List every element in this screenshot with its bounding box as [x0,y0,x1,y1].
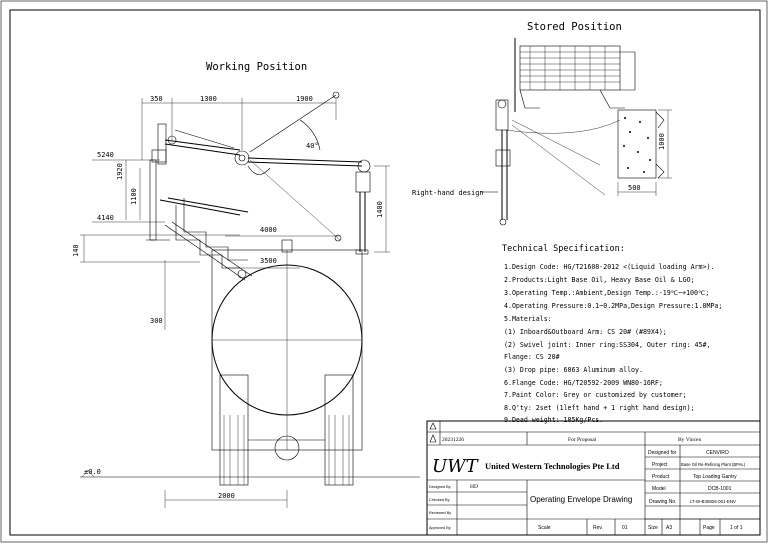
ground-line: ±0.0 [80,468,420,478]
top-dimensions: 350 1300 1900 [141,95,337,160]
rev-value: 01 [622,525,628,531]
product-label: Product [652,474,670,480]
company-logo: UWT [432,456,480,477]
rev1-by: By Vincen [678,437,701,443]
size-value: A3 [666,525,672,531]
dim-stored-1000: 1000 [658,133,666,150]
approved-by-label: Approved By [429,526,451,530]
spec-line: 2.Products:Light Base Oil, Heavy Base Oi… [504,276,695,284]
drawing-no-label: Drawing No. [649,499,677,505]
dim-2000: 2000 [218,492,235,500]
stored-arm: Right-hand design [412,99,621,226]
tanker-truck [211,239,363,486]
outboard-arm: 40° 1400 [247,91,390,255]
dim-1900: 1900 [296,95,313,103]
scale-label: Scale [538,525,551,531]
model-label: Model [652,486,666,492]
product-value: Top Loading Gantry [693,474,737,480]
left-dimensions: 5240 1920 1100 4140 140 300 [72,151,240,330]
dim-5240: 5240 [97,151,114,159]
reviewed-by-label: Reviewed By [429,511,451,515]
dim-1300: 1300 [200,95,217,103]
rev1-date: 20231226 [442,437,464,443]
right-hand-label: Right-hand design [412,189,484,197]
stored-platform [514,38,636,112]
stored-position-title: Stored Position [527,21,622,33]
dim-1920: 1920 [116,163,124,180]
drawing-no-value: LT-W-B30826-001-ENV [690,499,736,504]
inboard-arm [164,129,250,166]
bottom-dimension: 2000 [164,490,288,508]
dim-300: 300 [150,317,163,325]
designed-by-label: Designed By [429,485,451,489]
folding-stair [159,197,253,281]
inner-border [9,9,761,536]
spec-line: Flange: CS 20# [504,353,560,361]
swing-line [249,159,341,241]
dim-140: 140 [72,244,80,257]
dim-ground: ±0.0 [84,468,101,476]
model-value: DCB-1001 [708,486,732,492]
project-value: Base Oil Re-Refining Plant (BPAL) [681,462,746,467]
swing-pivot-point [334,234,342,242]
rev1-desc: For Proposal [568,437,597,443]
designed-for-label: Designed for [648,450,677,456]
dim-4140: 4140 [97,214,114,222]
dim-3500: 3500 [260,257,277,265]
page-label: Page [703,525,715,531]
title-block: 20231226 For Proposal By Vincen UWT Unit… [426,420,761,536]
riser-post [146,123,170,241]
rev-label: Rev. [593,525,603,531]
dim-stored-500: 500 [628,184,641,192]
spec-line: (2) Swivel joint: Inner ring:SS304, Oute… [504,341,710,349]
dim-350: 350 [150,95,163,103]
spec-lines: 1.Design Code: HG/T21608-2012 <(Liquid l… [504,263,722,424]
spec-line: (1) Inboard&Outboard Arm: CS 20# (#89X4)… [504,328,667,336]
spec-line: (3) Drop pipe: 6063 Aluminum alloy. [504,366,643,374]
spec-line: 9.Dead weight: 185Kg/Pcs. [504,416,603,424]
stored-tank-plan: 1000 500 [617,109,672,196]
designed-for-value: CENVIRO [706,450,729,456]
spec-line: 6.Flange Code: HG/T20592-2009 WN80-16RF; [504,379,663,387]
dim-1400: 1400 [376,201,384,218]
spec-line: 1.Design Code: HG/T21608-2012 <(Liquid l… [504,263,714,271]
project-label: Project [652,462,668,468]
dim-1100: 1100 [130,188,138,205]
size-label: Size [648,525,658,531]
spec-line: 5.Materials: [504,315,552,323]
spec-line: 4.Operating Pressure:0.1~0.2MPa,Design P… [504,302,722,310]
spec-line: 8.Q'ty: 2set (1left hand + 1 right hand … [504,404,695,412]
spec-heading: Technical Specification: [502,244,625,254]
spec-line: 7.Paint Color: Grey or customized by cus… [504,391,687,399]
dim-angle-40: 40° [306,142,319,150]
designed-by-value: HD [470,484,478,490]
checked-by-label: Checked By [429,498,450,502]
drawing-title: Operating Envelope Drawing [530,495,632,504]
dim-4000: 4000 [260,226,277,234]
company-name: United Western Technologies Pte Ltd [485,461,620,471]
spec-line: 3.Operating Temp.:Ambient,Design Temp.:-… [504,289,709,297]
tank-radius-dims: 4000 3500 [225,226,340,269]
page-value: 1 of 1 [730,525,743,531]
working-position-title: Working Position [206,61,307,73]
